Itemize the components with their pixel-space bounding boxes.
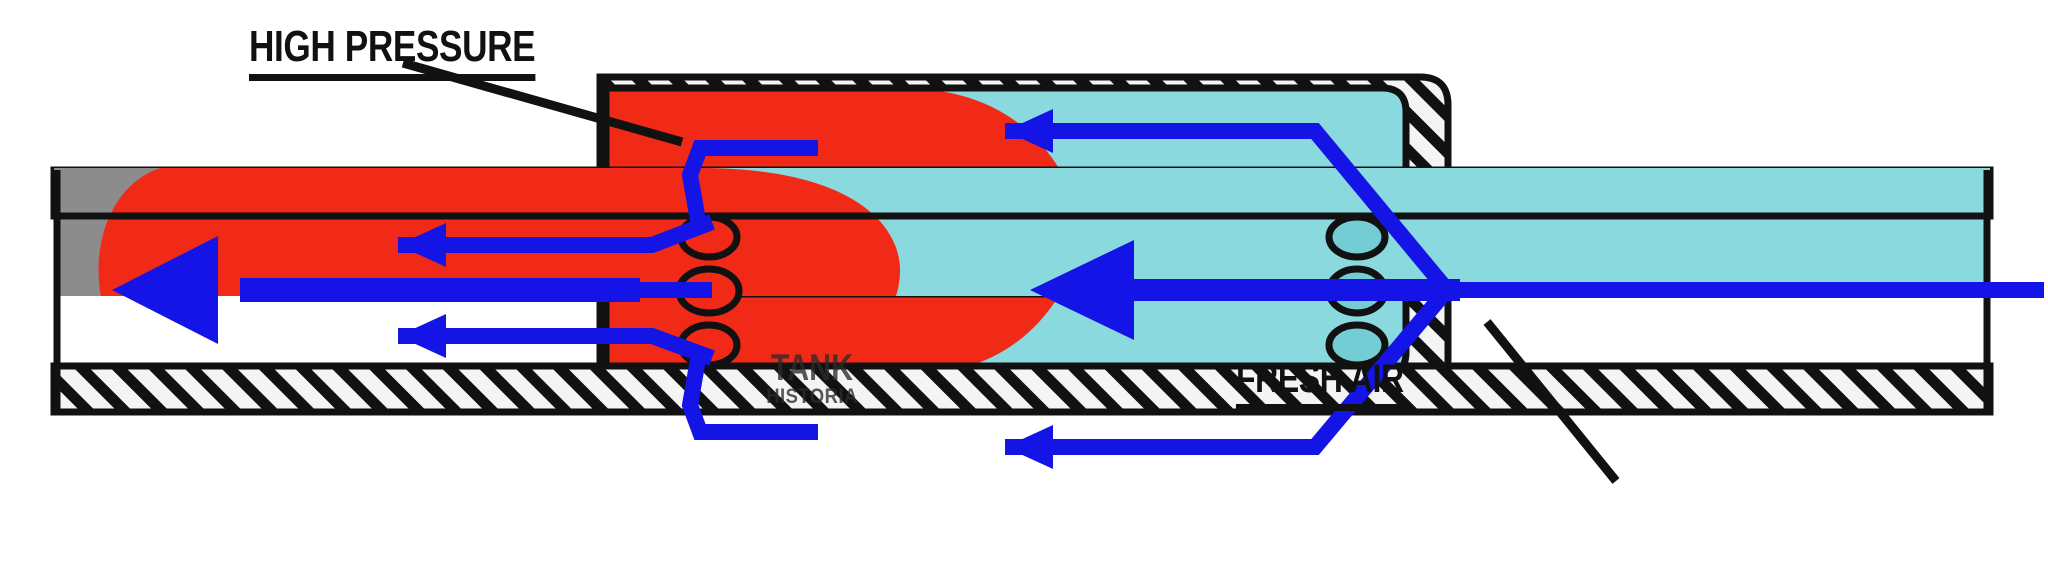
valve-face-bulge [700,168,900,296]
lower-chamber-feed-stem [1005,284,1454,455]
upper-chamber-cavity-outline [602,84,1410,174]
upper-chamber-arrow-head [1005,109,1053,153]
port-hole-right-top [1325,213,1389,261]
watermark-line-2: HISTORIA [766,384,858,408]
watermark-tank-historia: TANK HISTORIA [752,347,872,408]
upper-bore-arrow-head-left [398,223,446,267]
pipe-lower-wall [50,362,1994,416]
lower-chamber-arrow-head [1005,425,1053,469]
watermark-line-1: TANK [770,347,853,388]
lower-chamber-riser [681,346,818,440]
leader-line-fresh-air [1483,319,1620,484]
label-fresh-air: FRESH AIR [1236,357,1404,411]
main-bore-arrow-head-center [1030,240,1134,340]
port-hole-right-bottom [1325,321,1389,369]
lower-bore-arrow-head-left [398,314,446,358]
upper-chamber-riser [681,140,818,234]
pipe-bore-interior [54,168,1990,296]
main-bore-arrow-head-left [112,236,218,344]
label-high-pressure: HIGH PRESSURE [249,22,536,81]
bore-high-pressure-fill [98,168,835,296]
main-bore-arrow-shaft-center [1130,279,1460,301]
upper-chamber-feed-stem [1005,123,1454,296]
main-bore-arrow-shaft [240,278,640,302]
